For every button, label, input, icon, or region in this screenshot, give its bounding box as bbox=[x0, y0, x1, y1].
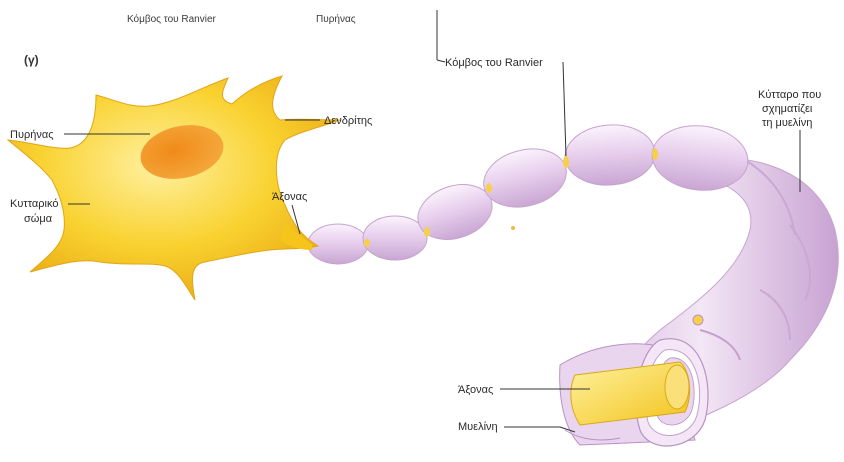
label-node-of-ranvier: Κόμβος του Ranvier bbox=[445, 57, 543, 69]
label-myelin: Μυελίνη bbox=[458, 421, 498, 433]
node-of-ranvier bbox=[486, 183, 492, 193]
node-of-ranvier bbox=[424, 227, 430, 237]
top-label-node-of-ranvier: Κόμβος του Ranvier bbox=[127, 13, 217, 25]
label-nucleus: Πυρήνας bbox=[10, 129, 54, 141]
label-dendrite: Δενδρίτης bbox=[324, 115, 372, 127]
node-of-ranvier bbox=[563, 156, 569, 168]
label-myelin-cell-2: σχηματίζει bbox=[762, 103, 813, 115]
cell-body bbox=[8, 76, 340, 300]
node-of-ranvier bbox=[364, 239, 370, 247]
myelin-segment bbox=[563, 122, 657, 188]
label-myelin-cell-1: Κύτταρο που bbox=[758, 89, 821, 101]
node-of-ranvier bbox=[652, 148, 658, 160]
axon-cross-section bbox=[560, 339, 708, 446]
label-cell-body-1: Κυτταρικό bbox=[10, 198, 58, 210]
myelin-segment bbox=[363, 216, 427, 260]
label-cell-body-2: σώμα bbox=[24, 213, 53, 225]
label-axon-cross: Άξονας bbox=[458, 384, 493, 396]
myelin-segment bbox=[308, 224, 368, 264]
panel-label: (γ) bbox=[24, 53, 39, 67]
node-marker bbox=[693, 315, 703, 325]
top-label-nucleus: Πυρήνας bbox=[316, 13, 356, 25]
label-axon: Άξονας bbox=[272, 191, 307, 203]
label-myelin-cell-3: τη μυελίνη bbox=[762, 117, 812, 129]
myelin-segments bbox=[308, 121, 751, 264]
